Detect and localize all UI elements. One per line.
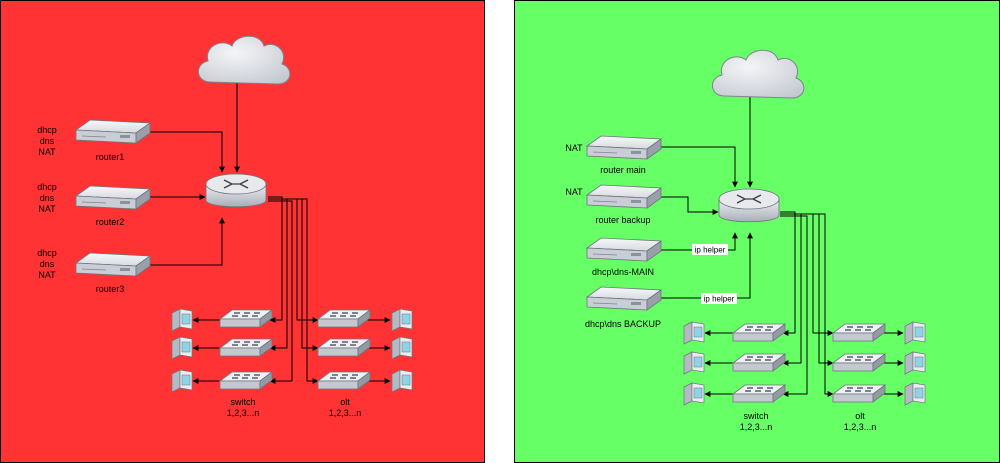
wire-core-to-olt3-right <box>780 213 834 397</box>
ip-helper-backup-label: ip helper <box>704 295 735 304</box>
left-connections <box>148 82 391 384</box>
wire-router-main-to-core <box>660 146 738 188</box>
router3-role-dns: dns <box>40 259 55 269</box>
router-backup-label: router backup <box>595 215 650 225</box>
wire-core-to-switch3 <box>268 200 293 384</box>
ip-helper-main-tag-bg <box>692 244 728 255</box>
left-topology: dhcp dns NAT dhcp dns NAT dhcp dns NAT r… <box>0 0 485 463</box>
wire-core-to-switch1 <box>268 196 283 323</box>
router2-server-icon <box>75 185 151 210</box>
router-backup-server-icon <box>586 184 662 209</box>
router-backup-role-nat: NAT <box>565 187 583 197</box>
left-olt-group-range: 1,2,3...n <box>329 408 362 418</box>
router3-role-dhcp: dhcp <box>37 248 57 258</box>
dhcp-dns-backup-label: dhcp\dns BACKUP <box>585 319 661 329</box>
router1-role-dhcp: dhcp <box>37 125 57 135</box>
right-topology: ip helper ip helper NAT NAT router main … <box>514 0 1000 463</box>
router-main-role-nat: NAT <box>565 143 583 153</box>
router2-roles: dhcp dns NAT <box>37 182 57 214</box>
left-switch-group-title: switch <box>230 397 255 407</box>
router2-role-dhcp: dhcp <box>37 182 57 192</box>
router-main-label: router main <box>600 165 646 175</box>
wire-dhcp-backup-to-core <box>660 232 753 299</box>
right-connections <box>660 95 904 397</box>
wire-router1-to-core <box>148 131 225 173</box>
router2-role-dns: dns <box>40 193 55 203</box>
router1-label: router1 <box>96 152 125 162</box>
router-main-server-icon <box>586 135 662 160</box>
wire-router3-to-core <box>148 217 225 266</box>
dhcp-dns-main-server-icon <box>586 237 662 262</box>
ip-helper-main-label: ip helper <box>695 246 726 255</box>
wire-core-to-olt3 <box>268 198 319 384</box>
router3-server-icon <box>75 252 151 277</box>
wire-router-backup-to-core <box>660 196 719 215</box>
wire-dhcp-main-to-core <box>660 232 738 251</box>
right-olt-group-title: olt <box>855 411 865 421</box>
router2-label: router2 <box>96 217 125 227</box>
router3-roles: dhcp dns NAT <box>37 248 57 280</box>
router1-roles: dhcp dns NAT <box>37 125 57 157</box>
right-olt-group-range: 1,2,3...n <box>844 422 877 432</box>
right-switch-group-title: switch <box>743 411 768 421</box>
router1-server-icon <box>75 119 151 144</box>
router1-role-nat: NAT <box>38 147 56 157</box>
ip-helper-main-tag: ip helper <box>692 244 728 255</box>
right-switch-group-range: 1,2,3...n <box>740 422 773 432</box>
core-router-icon <box>205 173 267 208</box>
router2-role-nat: NAT <box>38 204 56 214</box>
router3-label: router3 <box>96 284 125 294</box>
core-router-icon-right <box>718 188 780 223</box>
wire-core-to-switch3-right <box>780 215 808 397</box>
router1-role-dns: dns <box>40 136 55 146</box>
dhcp-dns-main-label: dhcp\dns-MAIN <box>592 267 654 277</box>
left-olt-group-title: olt <box>340 397 350 407</box>
dhcp-dns-backup-server-icon <box>586 286 662 311</box>
left-switch-group-range: 1,2,3...n <box>227 408 260 418</box>
ip-helper-backup-tag-bg <box>701 293 737 304</box>
router3-role-nat: NAT <box>38 270 56 280</box>
ip-helper-backup-tag: ip helper <box>701 293 737 304</box>
wire-core-to-switch1-right <box>780 211 796 336</box>
